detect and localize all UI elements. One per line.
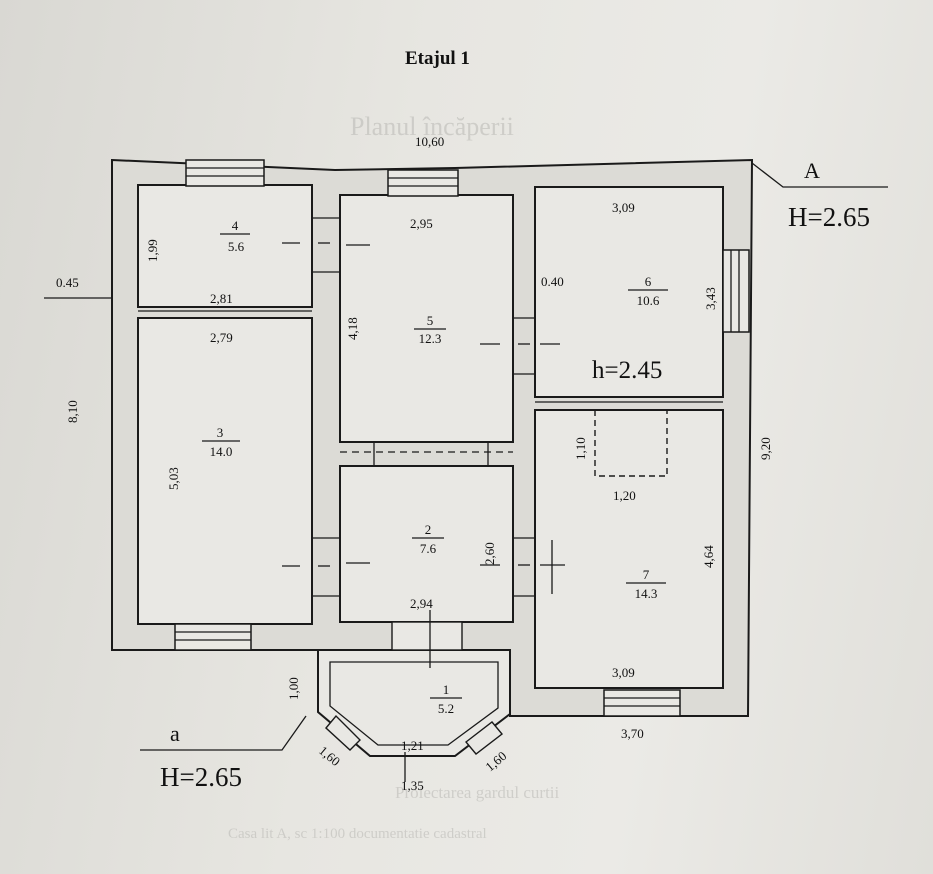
section-a-label: a (170, 721, 180, 746)
room-area: 14.0 (210, 444, 233, 459)
window-right (722, 249, 750, 333)
dim-porch-front-outer: 1,35 (401, 778, 424, 793)
dim-top-overall: 10,60 (415, 134, 444, 149)
dim-r2-height: 2,60 (482, 542, 497, 565)
dim-r4-width: 2,81 (210, 291, 233, 306)
dim-porch-side-left: 1,60 (316, 743, 343, 769)
dim-r7-height: 4,64 (701, 545, 716, 568)
door-2-1 (391, 610, 463, 668)
room-2 (339, 465, 514, 623)
window-bottom-left (174, 623, 252, 651)
room-4 (137, 184, 313, 308)
plan-title: Etajul 1 (405, 48, 470, 69)
room-label-7: 7 14.3 (626, 567, 666, 601)
dim-porch-depth: 1,00 (286, 677, 301, 700)
room-label-2: 2 7.6 (412, 522, 444, 556)
room-label-1: 1 5.2 (430, 682, 462, 716)
door-3-2 (282, 537, 370, 597)
room-number: 5 (427, 313, 434, 328)
dim-bottom-right: 3,70 (621, 726, 644, 741)
section-A-label: A (804, 158, 820, 183)
dim-wall-thickness: 0.45 (56, 275, 79, 290)
dim-r6-height: 3,43 (703, 287, 718, 310)
room-label-6: 6 10.6 (628, 274, 668, 308)
window-bottom-right (603, 689, 681, 717)
room-area: 5.2 (438, 701, 454, 716)
closet-outline (594, 410, 668, 477)
show-through-text: Planul încăperii (350, 112, 514, 141)
room-label-4: 4 5.6 (220, 218, 250, 254)
room-area: 7.6 (420, 541, 437, 556)
dim-r5-width: 2,95 (410, 216, 433, 231)
room-number: 3 (217, 425, 224, 440)
window-porch-left (325, 714, 361, 751)
section-a-leader (140, 715, 307, 751)
dim-r4-height: 1,99 (145, 239, 160, 262)
dim-r6-width: 3,09 (612, 200, 635, 215)
room-label-3: 3 14.0 (202, 425, 240, 459)
dim-r2-width: 2,94 (410, 596, 433, 611)
room-area: 10.6 (637, 293, 660, 308)
dim-r3-width: 2,79 (210, 330, 233, 345)
room-area: 12.3 (419, 331, 442, 346)
room-7 (534, 409, 724, 689)
window-top-center (387, 169, 459, 197)
dim-right-overall: 9,20 (758, 437, 773, 460)
dim-partition: 0.40 (541, 274, 564, 289)
room-label-5: 5 12.3 (414, 313, 446, 346)
height-A-label: H=2.65 (788, 202, 870, 232)
porch-inner-outline (329, 661, 499, 746)
window-top-left (185, 159, 265, 187)
room-number: 4 (232, 218, 239, 233)
dim-r3-height: 5,03 (166, 467, 181, 490)
height-a-label: H=2.65 (160, 762, 242, 792)
room-3 (137, 317, 313, 625)
dim-r7-width: 3,09 (612, 665, 635, 680)
dim-closet-height: 1,10 (573, 437, 588, 460)
door-4-5 (282, 217, 370, 273)
dim-r5-height: 4,18 (345, 317, 360, 340)
porch-room-1 (317, 649, 511, 757)
room-number: 2 (425, 522, 432, 537)
room-number: 7 (643, 567, 650, 582)
show-through-text-2: Proiectarea gardul curtii (395, 783, 560, 802)
section-A-leader (751, 162, 888, 188)
dim-closet-width: 1,20 (613, 488, 636, 503)
door-5-6 (480, 317, 560, 375)
dim-left-overall: 8,10 (65, 400, 80, 423)
room-number: 1 (443, 682, 450, 697)
room-6 (534, 186, 724, 398)
window-porch-right (464, 721, 504, 755)
inner-height-label: h=2.45 (592, 357, 662, 384)
room-number: 6 (645, 274, 652, 289)
show-through-text-3: Casa lit A, sc 1:100 documentatie cadast… (228, 826, 487, 842)
room-area: 14.3 (635, 586, 658, 601)
room-area: 5.6 (228, 239, 245, 254)
dim-porch-side-right: 1,60 (482, 748, 509, 774)
dim-porch-front-inner: 1,21 (401, 738, 424, 753)
